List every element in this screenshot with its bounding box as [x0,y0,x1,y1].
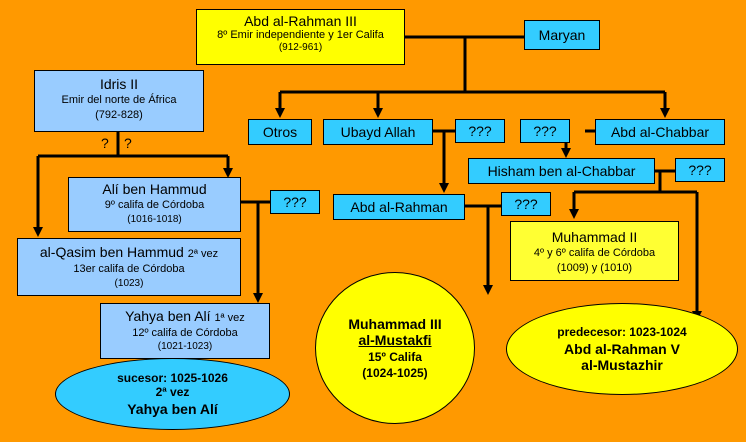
node-years: (1009) y (1010) [556,261,633,274]
node-name: Abd al-Chabbar [610,124,710,140]
node-name: Maryan [538,27,586,43]
node-abd-al-chabbar: Abd al-Chabbar [595,119,725,145]
node-name: Otros [262,124,298,140]
node-name: Idris II [99,76,139,92]
node-name: Muhammad II [551,229,638,245]
node-rank: 15º Califa [368,350,422,364]
node-muhammad-ii: Muhammad II 4º y 6º califa de Córdoba (1… [510,221,679,281]
node-hisham-ben-al-chabbar: Hisham ben al-Chabbar [468,158,655,184]
node-title: al-Mustakfi [358,332,432,348]
node-reign-count: 1ª vez [214,312,245,324]
node-name: Alí ben Hammud [102,181,207,197]
node-name: Yahya ben Alí [125,308,211,324]
node-maryan: Maryan [524,20,600,50]
node-years: (792-828) [95,108,143,121]
node-name: ??? [468,123,492,139]
node-yahya-ben-ali: Yahya ben Alí 1ª vez 12º califa de Córdo… [100,303,270,359]
node-name: al-Qasim ben Hammud [39,244,184,260]
node-years: (1016-1018) [127,213,182,225]
predecessor-label: predecesor: 1023-1024 [557,325,687,339]
node-abd-al-rahman-iii: Abd al-Rahman III 8º Emir independiente … [196,9,405,65]
node-title: 13er califa de Córdoba [73,262,185,275]
node-hisham-spouse: ??? [675,158,725,182]
successor-label: sucesor: 1025-1026 [117,371,228,385]
node-idris-ii: Idris II Emir del norte de África (792-8… [34,70,204,132]
node-name: Hisham ben al-Chabbar [487,163,636,179]
node-al-qasim-ben-hammud: al-Qasim ben Hammud 2ª vez 13er califa d… [17,238,241,296]
node-abd-al-chabbar-spouse: ??? [520,119,570,143]
node-name: Ubayd Allah [340,124,416,140]
node-title: Emir del norte de África [61,94,177,107]
node-name: Abd al-Rahman III [244,13,357,29]
node-years: (1023) [114,278,144,290]
node-name: ??? [283,194,307,210]
node-title: 4º y 6º califa de Córdoba [533,247,656,260]
node-ubayd-allah: Ubayd Allah [323,119,433,145]
successor-reign-count: 2ª vez [155,385,190,399]
successor-name: Yahya ben Alí [127,401,218,417]
node-name: ??? [514,196,538,212]
node-title: 8º Emir independiente y 1er Califa [217,29,384,42]
node-otros: Otros [248,119,312,145]
node-name-line: al-Qasim ben Hammud 2ª vez [18,244,240,261]
node-name: ??? [688,162,712,178]
node-years: (1021-1023) [157,341,213,353]
node-name: Abd al-Rahman [350,199,448,215]
node-sucesor-yahya: sucesor: 1025-1026 2ª vez Yahya ben Alí [55,358,290,430]
unknown-child-mark: ? [101,135,109,151]
unknown-child-mark: ? [124,135,132,151]
node-abd-al-rahman-spouse: ??? [501,192,551,216]
node-years: (912-961) [278,41,323,53]
node-title: 9º califa de Córdoba [104,199,205,212]
node-predecesor-abd-al-rahman-v: predecesor: 1023-1024 Abd al-Rahman V al… [506,303,738,395]
node-name-line: Yahya ben Alí 1ª vez [101,308,269,325]
predecessor-title: al-Mustazhir [581,357,663,373]
node-ali-ben-hammud: Alí ben Hammud 9º califa de Córdoba (101… [68,177,241,232]
node-name: Muhammad III [348,316,442,332]
node-reign-count: 2ª vez [187,248,219,260]
node-ali-ben-hammud-spouse: ??? [270,190,320,214]
node-muhammad-iii: Muhammad III al-Mustakfi 15º Califa (102… [315,272,475,424]
node-title: 12º califa de Córdoba [132,326,238,339]
node-years: (1024-1025) [362,366,428,380]
node-abd-al-rahman: Abd al-Rahman [333,194,465,220]
node-name: ??? [533,123,557,139]
predecessor-name: Abd al-Rahman V [564,341,680,357]
node-ubayd-allah-spouse: ??? [455,119,505,143]
